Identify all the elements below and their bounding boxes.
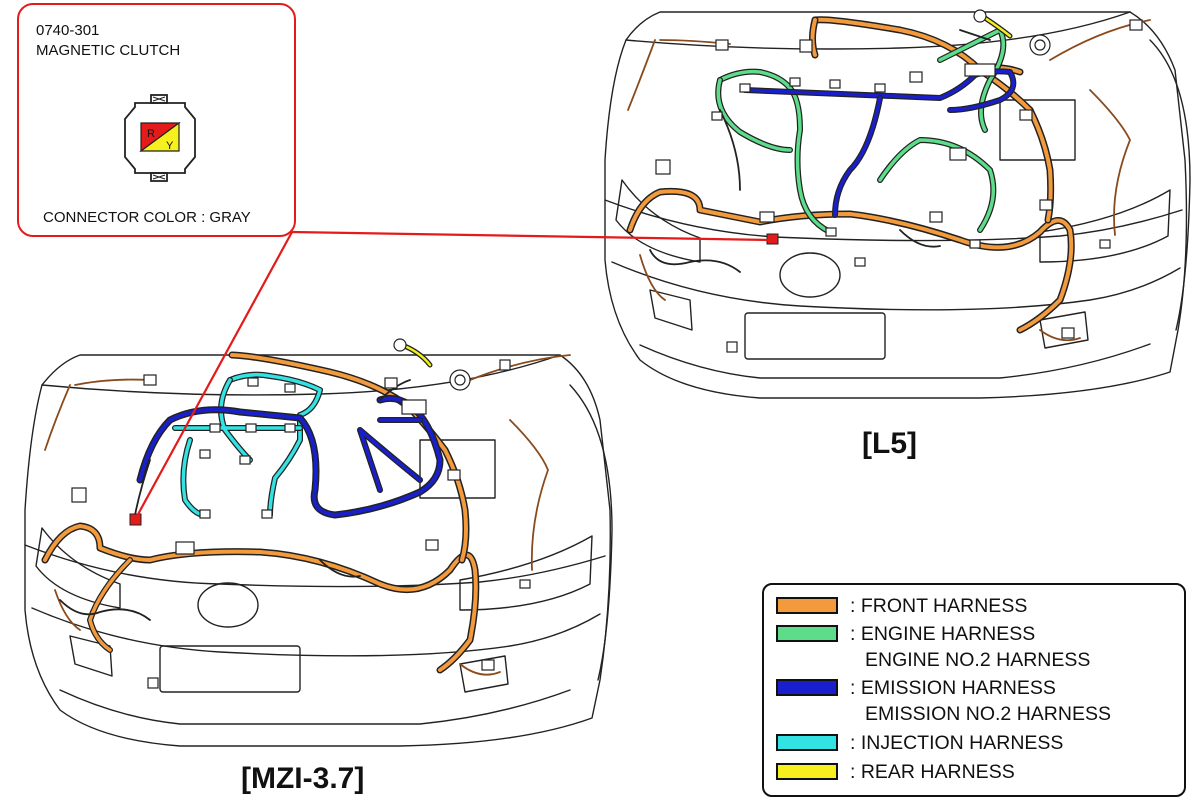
connector-face-icon: R Y [124,94,196,182]
legend-label-injection: : INJECTION HARNESS [850,732,1064,754]
mzi-connectors [71,338,531,689]
l5-harnesses [626,15,1151,342]
connector-callout: 0740-301 MAGNETIC CLUTCH R Y CONNECTOR C… [17,3,296,237]
pin-label-r: R [147,128,155,140]
legend-swatch-rear [776,763,838,780]
model-label-l5: [L5] [862,427,917,460]
legend-swatch-front [776,597,838,614]
legend-label-emission: : EMISSION HARNESS [850,677,1056,699]
legend-swatch-emission [776,679,838,696]
mzi-clutch-connector [129,513,142,526]
model-label-mzi: [MZI-3.7] [241,762,365,795]
legend-sublabel-emission: EMISSION NO.2 HARNESS [865,703,1111,725]
part-name: MAGNETIC CLUTCH [36,42,181,59]
harness-legend: : FRONT HARNESS : ENGINE HARNESS ENGINE … [762,583,1186,797]
legend-label-rear: : REAR HARNESS [850,761,1015,783]
part-code: 0740-301 [36,22,100,39]
legend-label-engine: : ENGINE HARNESS [850,623,1036,645]
vehicle-l5 [604,11,1191,399]
legend-swatch-injection [776,734,838,751]
l5-connectors [655,9,1143,353]
pin-label-y: Y [166,140,174,152]
pointer-line-mzi [135,231,293,519]
connector-color: CONNECTOR COLOR : GRAY [43,209,251,226]
legend-sublabel-engine: ENGINE NO.2 HARNESS [865,649,1091,671]
legend-label-front: : FRONT HARNESS [850,595,1028,617]
pointer-line-l5 [291,230,771,242]
legend-swatch-engine [776,625,838,642]
